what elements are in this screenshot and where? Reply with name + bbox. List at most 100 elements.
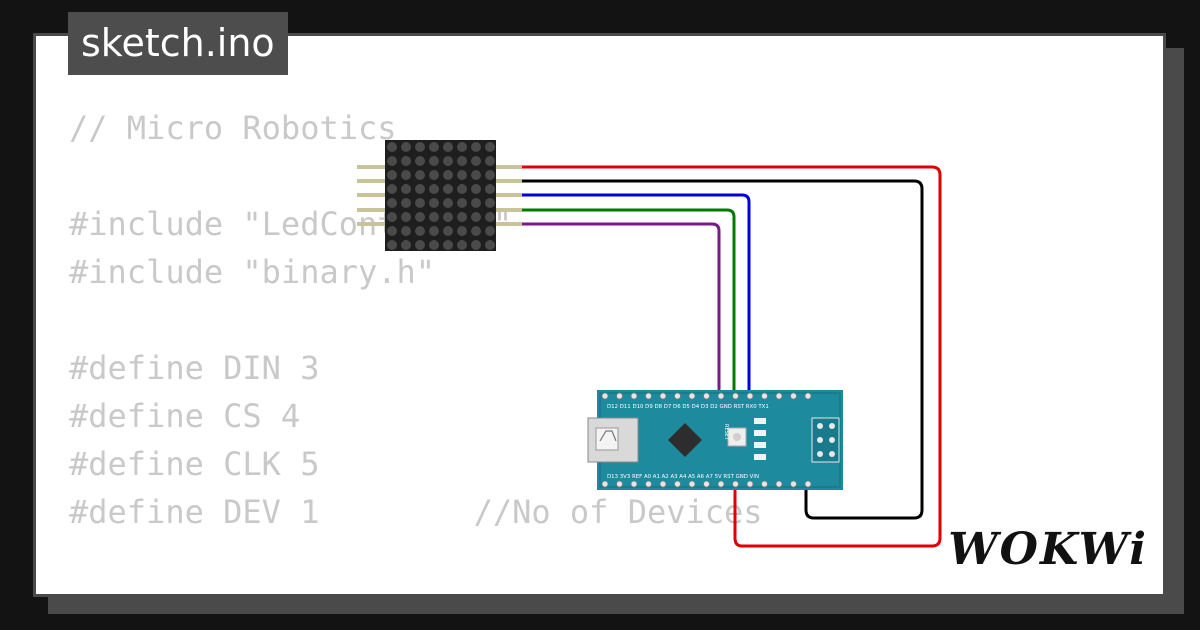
led-dot [471,142,481,152]
header-pin[interactable] [804,392,812,400]
led-dot [443,156,453,166]
led-dot [401,240,411,250]
led-dot [429,142,439,152]
wokwi-logo: WOKWi [948,524,1148,575]
led-dot [387,142,397,152]
led-dot [415,156,425,166]
header-pin[interactable] [674,480,681,488]
led-dot [415,170,425,180]
led-dot [485,212,495,222]
code-line: // Micro Robotics [69,109,397,147]
led-dot [443,212,453,222]
led-dot [457,212,467,222]
led-matrix-dots [387,142,495,250]
led-dot [429,240,439,250]
header-pin[interactable] [703,392,710,400]
led-dot [443,170,453,180]
led-dot [429,226,439,236]
led-dot [485,226,495,236]
led-dot [429,170,439,180]
header-pin[interactable] [703,480,710,488]
header-pin[interactable] [659,392,667,400]
wire-clk[interactable] [522,222,721,398]
wire-vcc[interactable] [522,165,942,548]
led-dot [485,198,495,208]
nano-bottom-pins [601,480,812,488]
led-dot [415,240,425,250]
arduino-nano[interactable]: RESET D12 D11 D10 D9 D8 D7 D6 D5 D4 D3 D… [587,390,843,490]
led-dot [401,142,411,152]
led-dot [443,142,453,152]
code-line: #define CLK 5 [69,445,320,483]
header-pin[interactable] [688,392,696,400]
header-pin[interactable] [630,480,638,488]
header-pin[interactable] [732,480,739,488]
editor-panel: // Micro Robotics#include "LedControl.h"… [33,33,1166,597]
code-line: #define DEV 1 //No of Devices [69,493,763,531]
bottom-pin-labels: D13 3V3 REF A0 A1 A2 A3 A4 A5 A6 A7 5V R… [607,474,759,480]
header-pin[interactable] [746,480,754,488]
led-dot [415,142,425,152]
led-dot [443,198,453,208]
header-pin[interactable] [616,392,623,400]
reset-label: RESET [723,424,729,441]
led-dot [401,156,411,166]
led-dot [443,240,453,250]
header-pin[interactable] [732,392,739,400]
led-dot [457,226,467,236]
led-dot [429,198,439,208]
mcu-chip [668,423,702,457]
wire-cs[interactable] [522,208,736,398]
led-dot [387,226,397,236]
led-dot [485,184,495,194]
header-pin[interactable] [688,480,696,488]
led-dot [401,170,411,180]
led-dot [471,212,481,222]
header-pin[interactable] [717,392,725,400]
led-dot [485,170,495,180]
header-pin[interactable] [746,392,754,400]
led-dot [485,142,495,152]
wire-gnd[interactable] [522,179,924,520]
led-dot [471,156,481,166]
led-dot [429,184,439,194]
led-dot [471,184,481,194]
header-pin[interactable] [761,480,768,488]
led-dot [401,184,411,194]
led-dot [471,226,481,236]
file-tab[interactable]: sketch.ino [68,12,288,75]
wire-din[interactable] [522,193,751,398]
header-pin[interactable] [775,392,783,400]
led-dot [457,156,467,166]
header-pin[interactable] [804,480,812,488]
led-dot [443,184,453,194]
header-pin[interactable] [761,392,768,400]
header-pin[interactable] [790,480,797,488]
header-pin[interactable] [659,480,667,488]
header-pin[interactable] [630,392,638,400]
led-dot [415,226,425,236]
header-pin[interactable] [790,392,797,400]
led-dot [387,212,397,222]
led-dot [457,170,467,180]
header-pin[interactable] [674,392,681,400]
header-pin[interactable] [601,480,609,488]
header-pin[interactable] [601,392,609,400]
nano-top-pins [601,392,812,400]
led-dot [387,240,397,250]
header-pin[interactable] [645,392,652,400]
matrix-right-pins [495,165,522,226]
icsp-header [817,423,835,457]
led-dot [457,142,467,152]
header-pin[interactable] [645,480,652,488]
header-pin[interactable] [616,480,623,488]
header-pin[interactable] [775,480,783,488]
header-pin[interactable] [717,480,725,488]
led-dot [387,184,397,194]
led-dot [401,198,411,208]
led-dot [387,170,397,180]
led-dot [471,240,481,250]
led-dot [457,198,467,208]
